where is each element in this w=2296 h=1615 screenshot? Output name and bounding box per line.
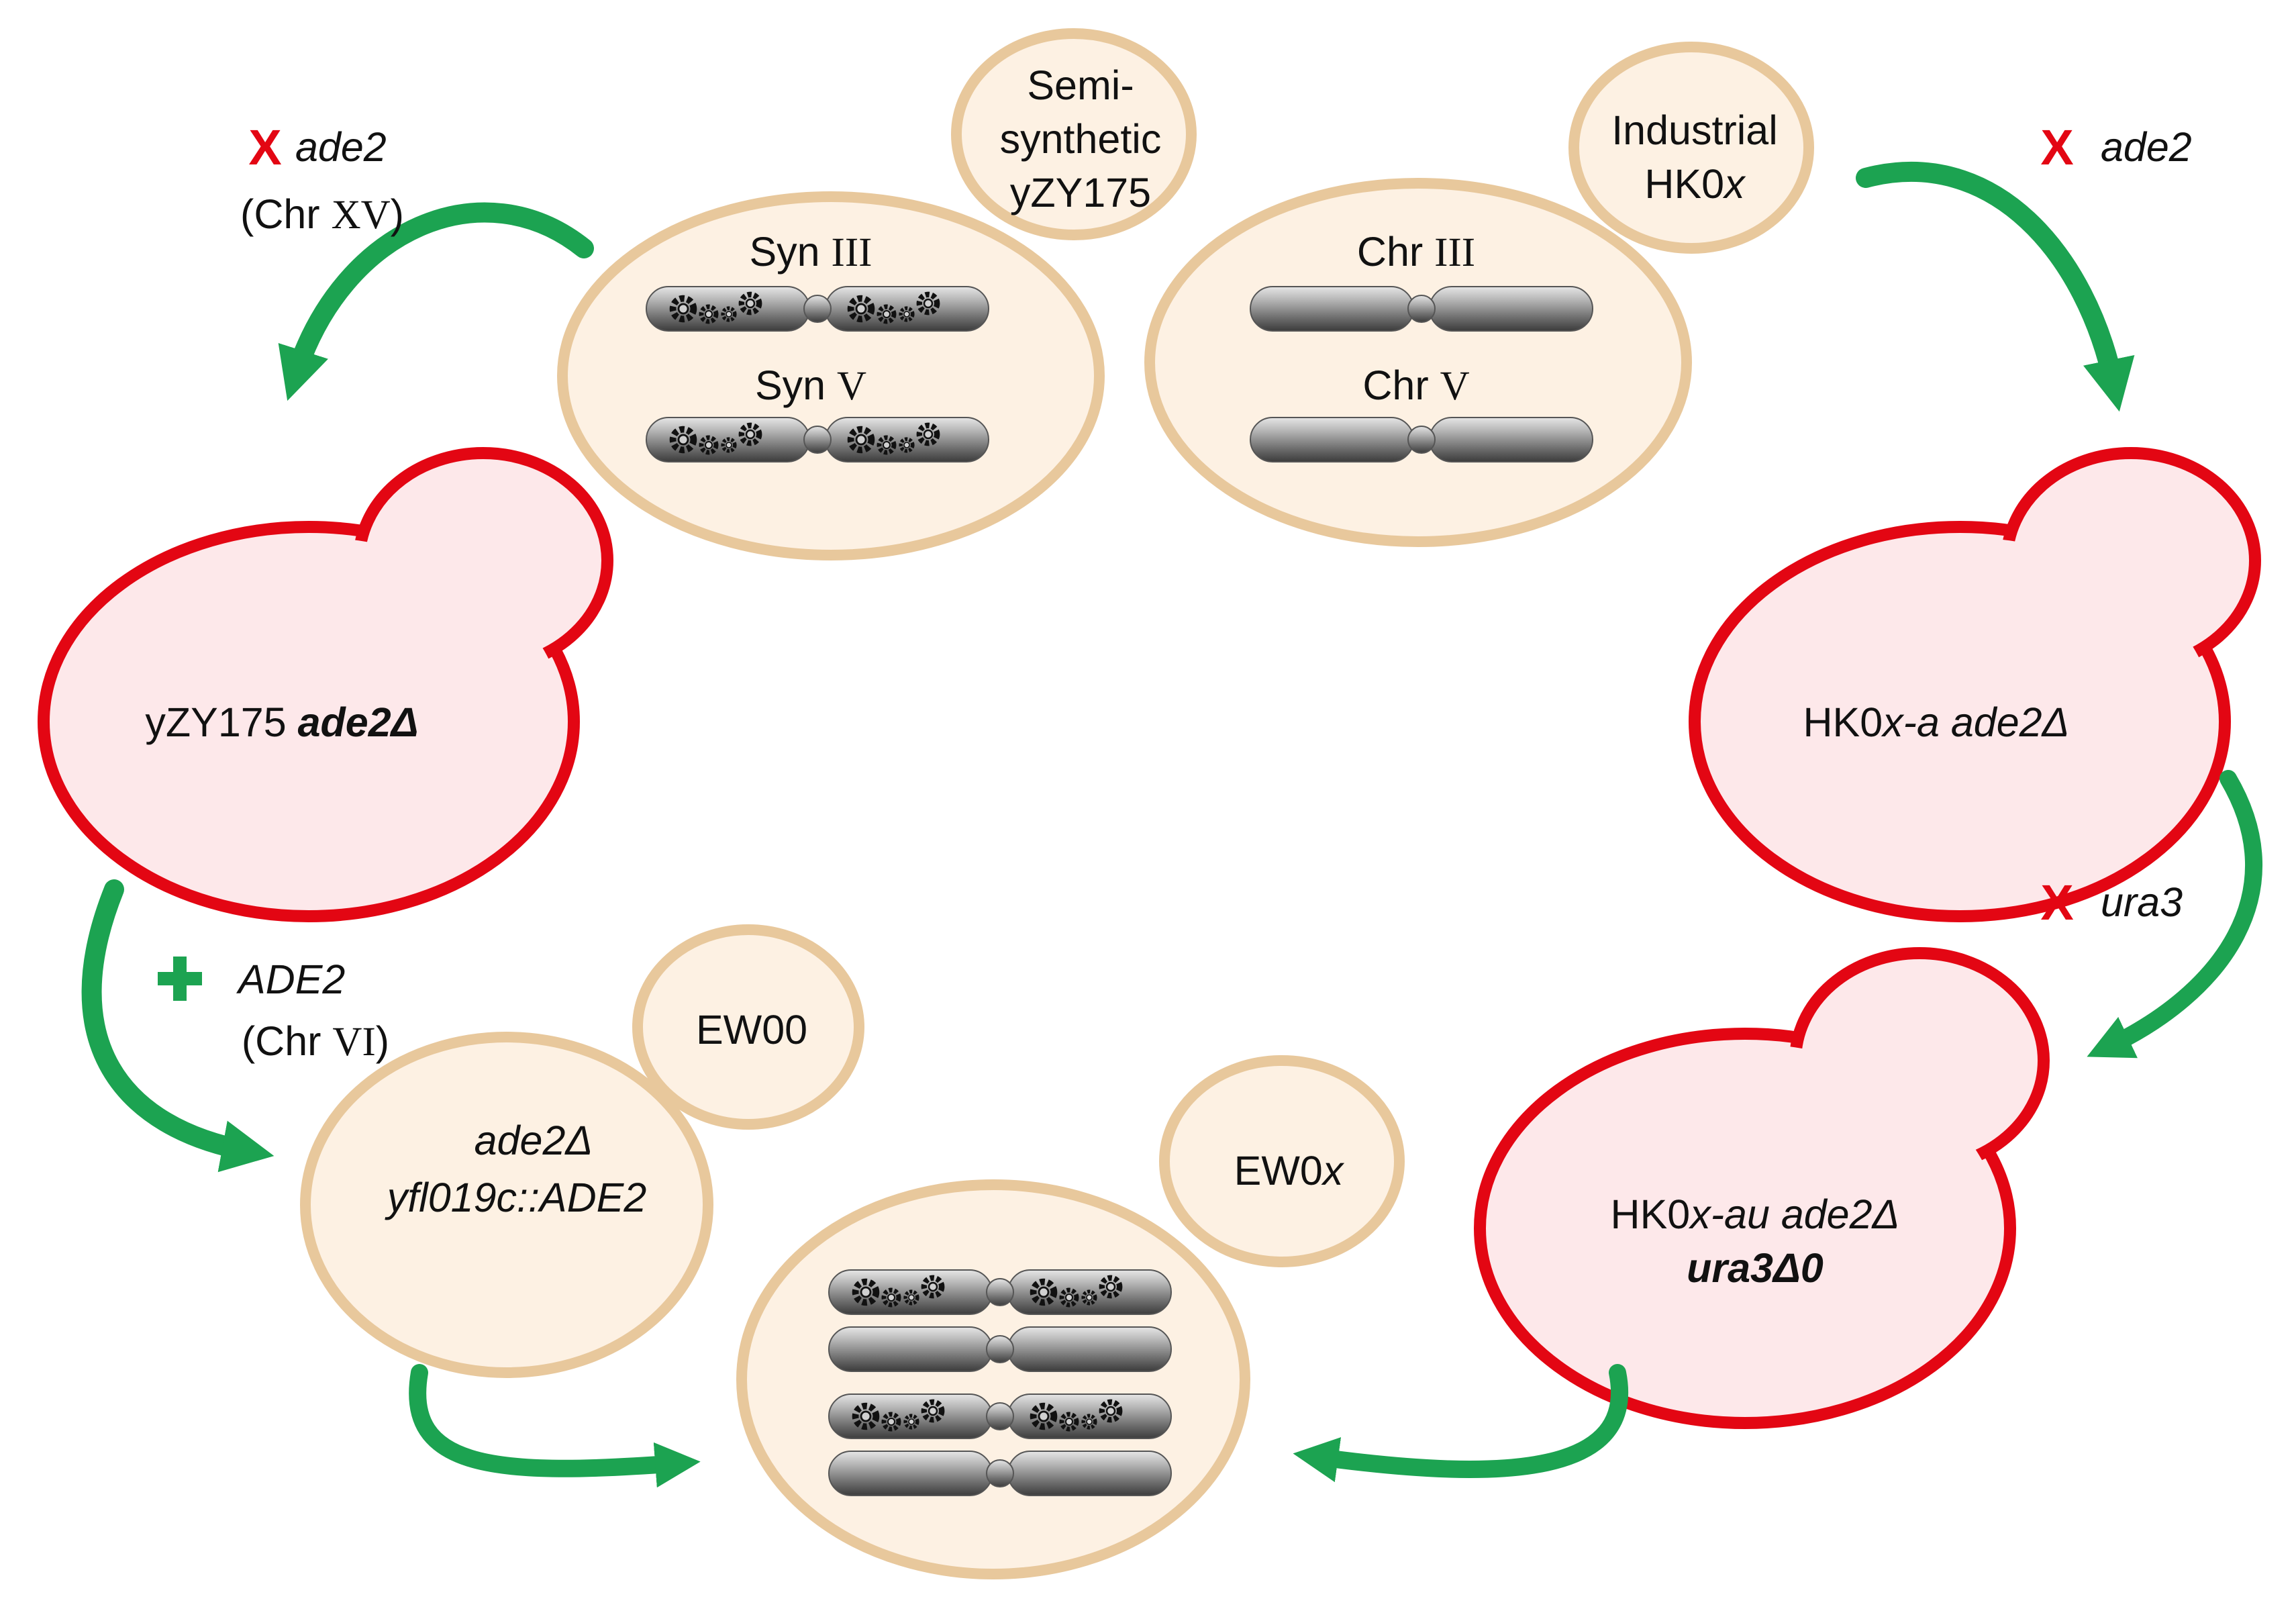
left-add-chr: (Chr VI) [242, 1018, 389, 1065]
hk0x-a-ade2-label: HK0x-a ade2Δ [1803, 699, 2070, 745]
right-delete-ura3-gene: ura3 [2101, 879, 2183, 925]
arrow-hk0x-au-to-ew0x [1293, 1364, 1629, 1483]
hk0x-au-cell: HK0x-au ade2Δ ura3Δ0 [1474, 947, 2050, 1429]
semisynthetic-cell: Semi- synthetic yZY175 Syn III Syn V [557, 28, 1197, 560]
arrows [81, 161, 2262, 1488]
hk0x-a-ade2-cell: HK0x-a ade2Δ [1689, 447, 2261, 922]
chr-iii-label: Chr III [1357, 229, 1475, 275]
ew0x-cell: EW0x [736, 1055, 1405, 1579]
arrow-ew00-to-ew0x [409, 1364, 701, 1488]
left-add-gene: ADE2 [236, 957, 345, 1002]
ew00-genotype-line2: yfl019c::ADE2 [385, 1175, 647, 1220]
industrial-cell: Industrial HK0x Chr III Chr V [1144, 42, 1814, 547]
step-right-delete-ura3: X ura3 [2040, 875, 2183, 930]
left-delete-chr: (Chr XV) [240, 191, 404, 238]
yzy175-ade2-label: yZY175 ade2Δ [145, 699, 418, 745]
add-mark-icon [158, 957, 202, 1001]
chr-v-label: Chr V [1362, 362, 1469, 409]
step-left-delete: X ade2 (Chr XV) [240, 119, 404, 238]
ew00-bud-label: EW00 [696, 1007, 807, 1053]
industrial-bud-line1: Industrial [1611, 107, 1778, 153]
step-right-delete: X ade2 [2040, 119, 2191, 175]
arrow-yzy175-to-ew00 [81, 879, 274, 1173]
step-left-add: ADE2 (Chr VI) [158, 957, 389, 1065]
delete-mark-icon: X [2040, 119, 2073, 175]
semisynthetic-bud-line1: Semi- [1027, 62, 1134, 108]
arrow-hk0x-a-to-hk0x-au [2087, 770, 2262, 1059]
syn-iii-label: Syn III [749, 229, 872, 275]
syn-v-label: Syn V [755, 362, 866, 409]
industrial-bud-line2: HK0x [1644, 161, 1746, 207]
delete-mark-icon: X [248, 119, 281, 175]
ew00-genotype-line1: ade2Δ [475, 1118, 593, 1163]
semisynthetic-bud-line3: yZY175 [1010, 170, 1151, 215]
hk0x-au-label-line1: HK0x-au ade2Δ [1611, 1191, 1900, 1237]
delete-mark-icon: X [2040, 875, 2073, 930]
left-delete-gene: ade2 [295, 124, 387, 170]
right-delete-gene: ade2 [2101, 124, 2192, 170]
arrow-semisynthetic-to-yzy175 [278, 202, 594, 401]
arrow-industrial-to-hk0x-a [1856, 161, 2135, 412]
hk0x-au-label-line2: ura3Δ0 [1687, 1245, 1824, 1291]
semisynthetic-bud-line2: synthetic [1000, 116, 1162, 162]
yzy175-ade2-cell: yZY175 ade2Δ [38, 447, 613, 922]
ew0x-bud-label: EW0x [1234, 1148, 1345, 1193]
ew00-cell: EW00 ade2Δ yfl019c::ADE2 [300, 924, 864, 1378]
